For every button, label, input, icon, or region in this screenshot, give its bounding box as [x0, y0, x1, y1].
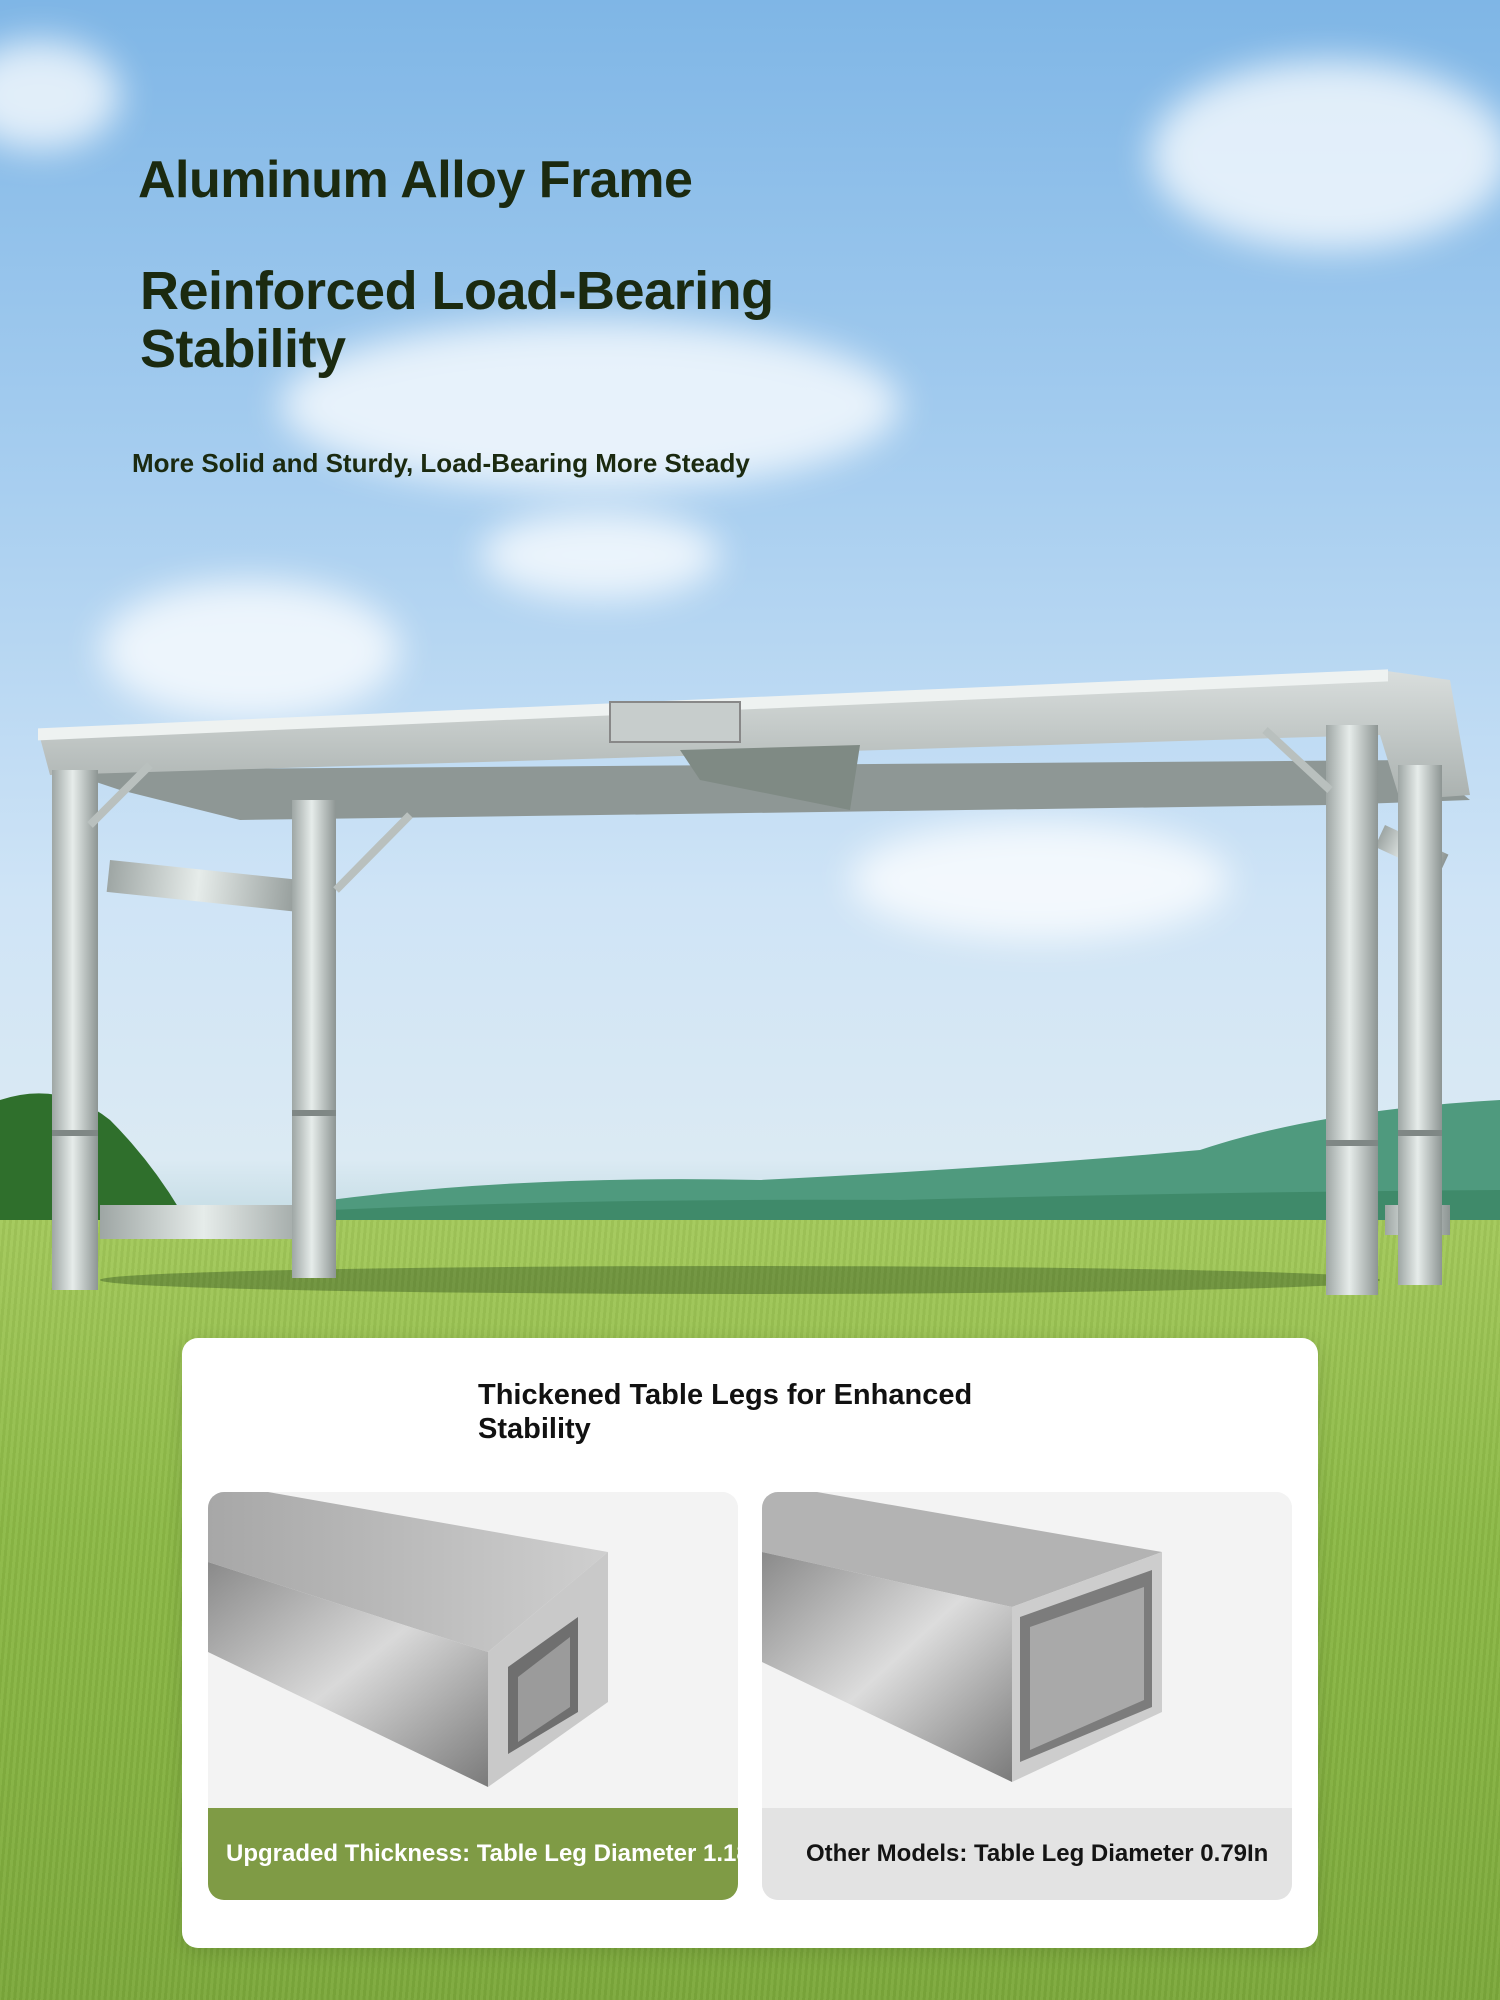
headline-line-1: Aluminum Alloy Frame	[138, 151, 693, 209]
headline-subtitle: More Solid and Sturdy, Load-Bearing More…	[132, 448, 750, 478]
folding-table-illustration	[38, 669, 1470, 1295]
comparison-title: Thickened Table Legs for Enhanced Stabil…	[478, 1379, 973, 1445]
upgraded-leg-caption: Upgraded Thickness: Table Leg Diameter 1…	[208, 1808, 738, 1900]
other-models-leg-caption: Other Models: Table Leg Diameter 0.79In	[762, 1808, 1292, 1900]
thin-tube-icon	[762, 1492, 1292, 1810]
leg-comparison-card: Thickened Table Legs for Enhanced Stabil…	[182, 1338, 1318, 1948]
thick-tube-icon	[208, 1492, 738, 1810]
other-models-leg-panel: Other Models: Table Leg Diameter 0.79In	[762, 1492, 1292, 1900]
headline-line-2: Reinforced Load-Bearing Stability	[140, 261, 774, 379]
upgraded-leg-panel: Upgraded Thickness: Table Leg Diameter 1…	[208, 1492, 738, 1900]
